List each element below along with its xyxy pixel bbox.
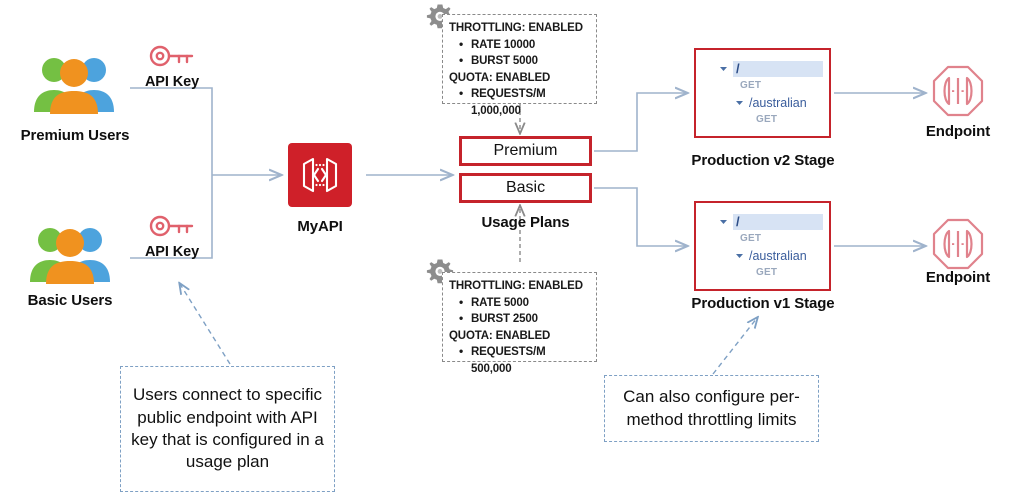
premium-users-label: Premium Users bbox=[20, 127, 130, 144]
api-key-premium-label: API Key bbox=[144, 74, 200, 90]
production-v2-stage-label: Production v2 Stage bbox=[691, 152, 835, 169]
v2-child-method-row: GET bbox=[706, 111, 823, 128]
basic-throttling-header: THROTTLING: ENABLED bbox=[449, 280, 583, 292]
basic-requests-item: REQUESTS/M 500,000 bbox=[459, 343, 588, 377]
api-gateway-icon[interactable] bbox=[288, 143, 352, 207]
basic-quota-header: QUOTA: ENABLED bbox=[449, 329, 551, 342]
v1-tree-child-row[interactable]: /australian bbox=[706, 247, 823, 264]
endpoint-v2-label: Endpoint bbox=[925, 123, 991, 140]
v1-root-path: / bbox=[733, 213, 823, 230]
endpoint-v2-icon bbox=[930, 63, 986, 119]
usage-plan-premium-box[interactable]: Premium bbox=[459, 136, 592, 166]
v2-child-method: GET bbox=[756, 114, 778, 125]
v1-child-path: /australian bbox=[749, 248, 807, 263]
usage-plan-premium-label: Premium bbox=[493, 142, 558, 159]
premium-quota-header: QUOTA: ENABLED bbox=[449, 71, 551, 84]
basic-throttle-card: THROTTLING: ENABLED RATE 5000 BURST 2500… bbox=[442, 272, 597, 375]
basic-users-icon bbox=[18, 220, 123, 286]
api-key-basic-icon bbox=[148, 211, 196, 241]
v2-child-path: /australian bbox=[749, 95, 807, 110]
chevron-down-icon[interactable] bbox=[718, 63, 729, 74]
connector-users-callout bbox=[180, 284, 231, 365]
production-v1-stage-label: Production v1 Stage bbox=[691, 295, 835, 312]
basic-quota-list: REQUESTS/M 500,000 bbox=[449, 343, 588, 377]
connector-throttling-callout bbox=[712, 318, 757, 375]
v1-child-method-row: GET bbox=[706, 264, 823, 281]
premium-burst-item: BURST 5000 bbox=[459, 52, 588, 70]
throttling-callout-text: Can also configure per-method throttling… bbox=[623, 387, 800, 429]
v1-root-method-row: GET bbox=[706, 230, 823, 247]
endpoint-v1-icon bbox=[930, 216, 986, 272]
basic-burst-item: BURST 2500 bbox=[459, 310, 588, 328]
connector-basic-to-v1 bbox=[594, 187, 687, 246]
users-callout-text: Users connect to specific public endpoin… bbox=[131, 385, 324, 472]
production-v1-stage-box[interactable]: / GET /australian GET bbox=[694, 201, 831, 291]
usage-plan-basic-box[interactable]: Basic bbox=[459, 173, 592, 203]
throttling-callout: Can also configure per-method throttling… bbox=[604, 375, 819, 442]
v1-child-method: GET bbox=[756, 267, 778, 278]
chevron-down-icon[interactable] bbox=[734, 97, 745, 108]
v2-root-method-row: GET bbox=[706, 77, 823, 94]
chevron-down-icon[interactable] bbox=[734, 250, 745, 261]
basic-users-label: Basic Users bbox=[27, 292, 113, 309]
premium-throttling-header: THROTTLING: ENABLED bbox=[449, 22, 583, 34]
production-v2-stage-box[interactable]: / GET /australian GET bbox=[694, 48, 831, 138]
usage-plans-group-label: Usage Plans bbox=[481, 214, 570, 231]
basic-throttling-list: RATE 5000 BURST 2500 bbox=[449, 294, 588, 328]
v2-root-method: GET bbox=[740, 80, 762, 91]
endpoint-v1-label: Endpoint bbox=[925, 269, 991, 286]
v2-root-path: / bbox=[733, 60, 823, 77]
premium-rate-item: RATE 10000 bbox=[459, 36, 588, 54]
premium-requests-item: REQUESTS/M 1,000,000 bbox=[459, 85, 588, 119]
connector-premium-to-v2 bbox=[594, 93, 687, 152]
premium-throttle-card: THROTTLING: ENABLED RATE 10000 BURST 500… bbox=[442, 14, 597, 117]
premium-users-icon bbox=[22, 50, 127, 116]
v2-tree-root-row[interactable]: / bbox=[706, 60, 823, 77]
api-key-basic-label: API Key bbox=[144, 244, 200, 260]
v2-tree-child-row[interactable]: /australian bbox=[706, 94, 823, 111]
usage-plan-basic-label: Basic bbox=[505, 179, 546, 196]
users-callout: Users connect to specific public endpoin… bbox=[120, 366, 335, 492]
api-gateway-label: MyAPI bbox=[297, 218, 343, 235]
premium-quota-list: REQUESTS/M 1,000,000 bbox=[449, 85, 588, 119]
v1-tree-root-row[interactable]: / bbox=[706, 213, 823, 230]
premium-throttling-list: RATE 10000 BURST 5000 bbox=[449, 36, 588, 70]
basic-rate-item: RATE 5000 bbox=[459, 294, 588, 312]
v1-root-method: GET bbox=[740, 233, 762, 244]
chevron-down-icon[interactable] bbox=[718, 216, 729, 227]
api-key-premium-icon bbox=[148, 41, 196, 71]
